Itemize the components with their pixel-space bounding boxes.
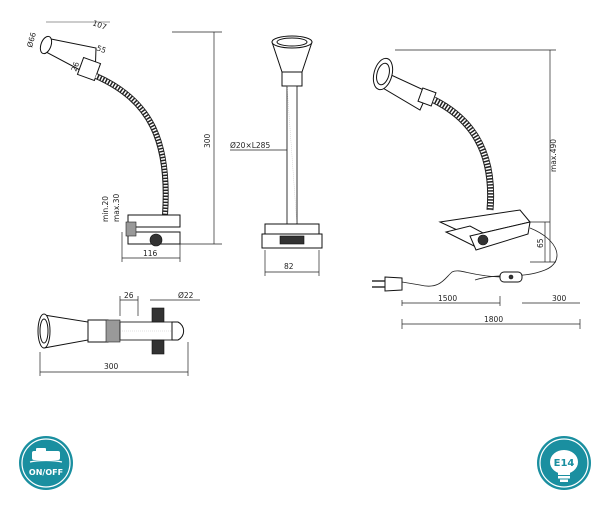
bulb-icon bbox=[550, 450, 578, 482]
dim-top-length: 300 bbox=[104, 362, 119, 371]
persp-plug bbox=[384, 276, 403, 292]
side-gooseneck bbox=[94, 73, 169, 216]
side-clamp-top bbox=[127, 214, 181, 228]
dim-cord-total: 1800 bbox=[484, 315, 503, 324]
switch-icon bbox=[29, 448, 63, 463]
dim-base-width: 116 bbox=[143, 249, 158, 258]
dim-cord-2: 300 bbox=[552, 294, 567, 303]
dim-head-length: 107 bbox=[91, 18, 108, 31]
e14-badge: E14 bbox=[537, 436, 591, 490]
side-socket bbox=[76, 56, 102, 82]
on-off-label: ON/OFF bbox=[29, 468, 63, 477]
dim-clamp-height: 65 bbox=[536, 238, 545, 248]
dim-clamp-min: min.20 bbox=[101, 196, 110, 222]
dim-front-base: 82 bbox=[284, 262, 294, 271]
dim-arm: Ø20×L285 bbox=[230, 141, 270, 150]
dim-head-diameter: Ø66 bbox=[25, 31, 38, 48]
dim-clamp-max: max.30 bbox=[112, 194, 121, 222]
front-view: Ø20×L285 82 bbox=[230, 35, 323, 276]
dim-neck: 26 bbox=[69, 60, 81, 72]
top-shade bbox=[43, 314, 89, 349]
dim-shade-length: 55 bbox=[95, 43, 107, 55]
dim-max-height: max.490 bbox=[549, 139, 558, 172]
dim-cord-1: 1500 bbox=[438, 294, 457, 303]
perspective-view: max.490 65 1500 300 1800 bbox=[372, 49, 581, 329]
dim-top-arm-diameter: Ø22 bbox=[178, 291, 194, 300]
e14-label: E14 bbox=[554, 458, 575, 469]
front-clamp-top bbox=[264, 223, 320, 235]
side-view: 107 Ø66 55 26 300 min.20 max.30 116 bbox=[25, 18, 222, 262]
on-off-badge: ON/OFF bbox=[19, 436, 73, 490]
top-view: 26 Ø22 300 bbox=[37, 291, 200, 376]
persp-cord-lower bbox=[401, 270, 501, 287]
dim-top-neck: 26 bbox=[124, 291, 134, 300]
dim-height: 300 bbox=[203, 133, 212, 148]
